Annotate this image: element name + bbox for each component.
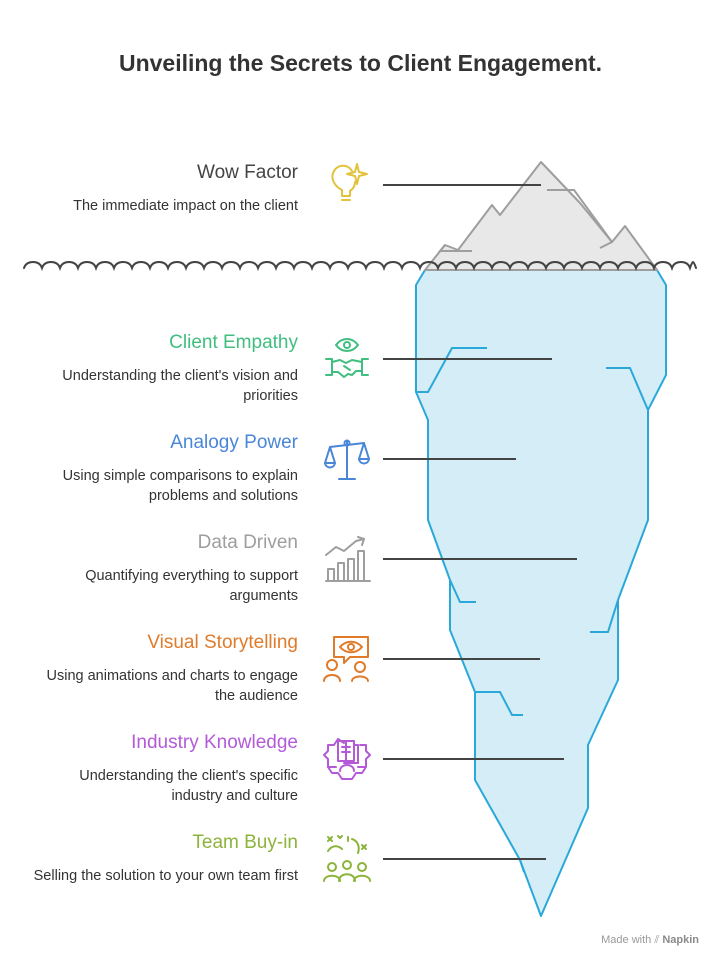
item-team-buy-in: Team Buy-in Selling the solution to your… [28,832,298,886]
item-description: The immediate impact on the client [73,198,298,214]
item-client-empathy: Client Empathy Understanding the client'… [28,332,298,406]
item-label: Visual Storytelling [147,632,298,653]
napkin-logo-icon: ⫽ [654,934,660,946]
item-label: Analogy Power [170,432,298,453]
item-description: Using animations and charts to engage th… [46,668,299,704]
lightbulb-sparkle-icon [331,163,368,201]
item-data-driven: Data Driven Quantifying everything to su… [28,532,298,606]
page-title: Unveiling the Secrets to Client Engageme… [118,50,603,76]
item-label: Industry Knowledge [131,732,298,753]
item-description: Understanding the client's vision and pr… [62,368,298,404]
iceberg-underwater [415,269,667,917]
iceberg-tip [424,161,658,271]
item-industry-knowledge: Industry Knowledge Understanding the cli… [28,732,298,806]
team-celebration-icon [323,835,371,882]
item-description: Understanding the client's specific indu… [79,768,298,804]
item-wow-factor: Wow Factor The immediate impact on the c… [28,162,298,216]
water-line [23,260,697,272]
item-visual-storytelling: Visual Storytelling Using animations and… [28,632,299,706]
item-label: Client Empathy [169,332,298,353]
item-label: Team Buy-in [192,832,298,853]
item-description: Quantifying everything to support argume… [85,568,298,604]
footer-attribution: Made with ⫽ Napkin [601,934,699,947]
connector-lines [383,184,577,860]
item-analogy-power: Analogy Power Using simple comparisons t… [28,432,298,506]
gear-document-icon [323,738,371,780]
item-label: Data Driven [197,532,298,553]
eye-presentation-icon [323,636,369,682]
scale-balance-icon [324,439,370,480]
item-description: Selling the solution to your own team fi… [33,868,298,884]
item-description: Using simple comparisons to explain prob… [62,468,298,504]
item-label: Wow Factor [196,162,298,183]
eye-handshake-icon [325,338,369,378]
footer-brand: Napkin [662,934,699,946]
footer-made-with: Made with [601,934,652,946]
bar-chart-trend-icon [325,536,371,582]
